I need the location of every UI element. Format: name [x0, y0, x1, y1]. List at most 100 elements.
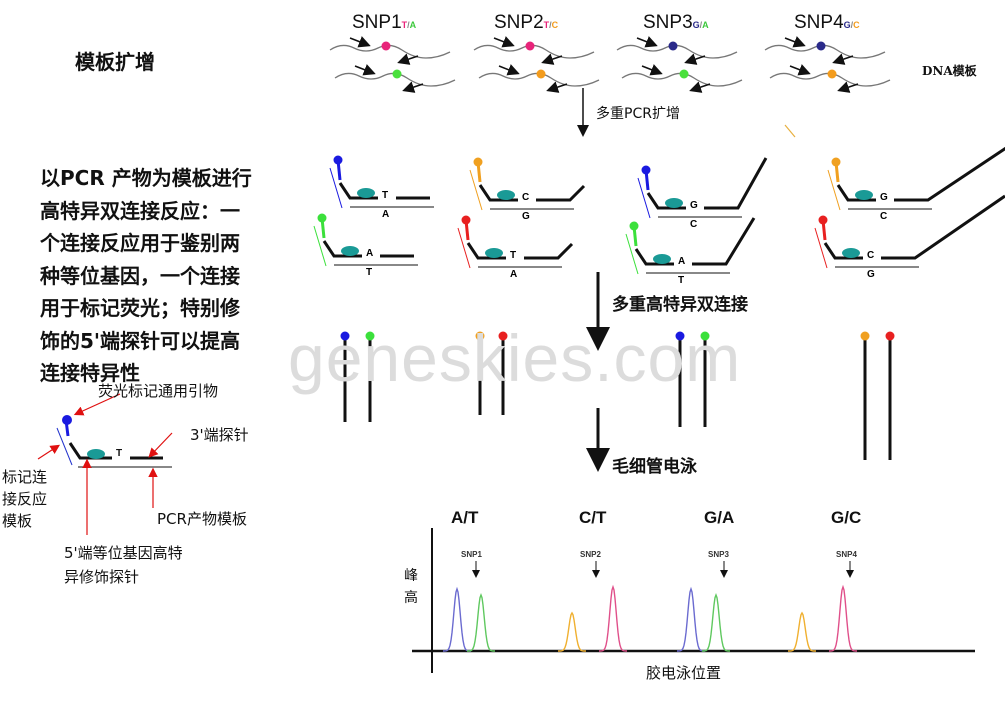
probe-base: T — [510, 250, 516, 261]
enzyme — [665, 198, 683, 208]
snp-name: SNP2 — [494, 12, 544, 33]
y-label-char: 高 — [404, 590, 418, 606]
primer-arrow — [349, 36, 371, 48]
fluor-dot — [317, 213, 327, 223]
primer-arrow — [493, 36, 515, 48]
ligation-probe: GC — [827, 146, 1005, 222]
fluor-dot — [333, 155, 343, 165]
snp1-label: SNP1T/A — [352, 12, 416, 34]
allele: A — [409, 20, 417, 30]
description-line: 高特异双连接反应：一 — [40, 198, 240, 223]
snp-dot — [392, 69, 402, 79]
primer-arrow — [789, 64, 811, 76]
primer-arrow — [541, 53, 563, 65]
peak — [558, 611, 586, 652]
template-base: G — [867, 269, 875, 280]
ligation-probe: TA — [457, 215, 574, 280]
enzyme — [87, 449, 105, 459]
enzyme — [485, 248, 503, 258]
probe-3-label: 3'端探针 — [190, 426, 249, 444]
probe-base: C — [522, 192, 529, 203]
pointer-arrow — [148, 432, 173, 458]
description-line: 饰的5'端探针可以提高 — [40, 328, 241, 353]
probe-3 — [524, 242, 574, 260]
genotype-label: A/T — [451, 508, 479, 527]
snp-alleles: G/C — [844, 20, 860, 30]
pointer-arrow — [37, 444, 61, 460]
allele: T — [543, 20, 550, 30]
probe-5 — [634, 248, 674, 266]
label-line: 接反应 — [2, 490, 48, 508]
peak — [677, 586, 705, 652]
template-strand — [827, 169, 841, 211]
peak — [599, 584, 627, 652]
step-electrophoresis-label: 毛细管电泳 — [612, 457, 697, 477]
probe-base: G — [880, 192, 888, 203]
template-base: A — [382, 209, 389, 220]
template-base: G — [522, 211, 530, 222]
probe-3 — [881, 194, 1005, 260]
snp-alleles: T/C — [544, 20, 559, 30]
ligation-probe: GC — [637, 157, 768, 230]
fluor-dot — [818, 215, 828, 225]
primer-arrow — [684, 53, 706, 65]
description-line: 以PCR 产物为模板进行 — [40, 166, 252, 190]
peak — [788, 611, 816, 652]
ligation-template-label: 标记连 接反应 模板 — [2, 466, 47, 532]
fluor-dot — [885, 331, 895, 341]
fluor-dot — [473, 157, 483, 167]
description-line: 用于标记荧光；特别修 — [40, 296, 240, 320]
fluor-dot — [675, 331, 685, 341]
fluor-dot — [498, 331, 508, 341]
sep: / — [699, 20, 703, 30]
probe-base: A — [366, 248, 373, 259]
fluor-dot — [831, 157, 841, 167]
sep: / — [850, 20, 854, 30]
probe-3 — [704, 157, 768, 210]
primer-arrow — [689, 81, 711, 93]
peak — [443, 586, 471, 652]
allele: A — [702, 20, 709, 30]
probe-5 — [338, 182, 378, 200]
probe-5 — [836, 184, 876, 202]
snp-name: SNP4 — [794, 12, 844, 33]
fluor-dot — [62, 415, 72, 425]
fluor-dot — [340, 331, 350, 341]
template-strand — [637, 177, 651, 219]
snp-dot — [381, 41, 391, 51]
description-text: 以PCR 产物为模板进行 高特异双连接反应：一 个连接反应用于鉴别两 种等位基因… — [40, 162, 310, 390]
ligation-template-strand — [56, 427, 73, 466]
snp4-label: SNP4G/C — [794, 12, 860, 34]
probe-5 — [466, 242, 506, 260]
enzyme — [855, 190, 873, 200]
allele: C — [551, 20, 559, 30]
enzyme — [357, 188, 375, 198]
ligation-probe: CG — [814, 194, 1005, 280]
peak-snp-label: SNP2 — [580, 550, 601, 559]
sep: / — [407, 20, 410, 30]
enzyme — [653, 254, 671, 264]
fluor-dot — [365, 331, 375, 341]
enzyme — [842, 248, 860, 258]
fluor-dot — [860, 331, 870, 341]
peak-snp-label: SNP3 — [708, 550, 729, 559]
pointer-arrow — [73, 393, 121, 416]
sep: / — [549, 20, 552, 30]
ligation-probe: CG — [469, 157, 586, 222]
genotype-label: C/T — [579, 508, 607, 527]
template-strand — [457, 227, 471, 269]
genotype-label: G/A — [704, 508, 735, 527]
dna-template-label: DNA模板 — [922, 64, 977, 78]
template-base: A — [510, 269, 517, 280]
primer-arrow — [784, 36, 806, 48]
enzyme — [497, 190, 515, 200]
template-strand — [469, 169, 483, 211]
label-line: 异修饰探针 — [64, 568, 140, 586]
enzyme — [341, 246, 359, 256]
snp-name: SNP3 — [643, 12, 693, 33]
probe-5 — [322, 240, 362, 258]
peak — [467, 592, 495, 652]
primer-arrow — [546, 81, 568, 93]
y-label-char: 峰 — [404, 568, 418, 584]
